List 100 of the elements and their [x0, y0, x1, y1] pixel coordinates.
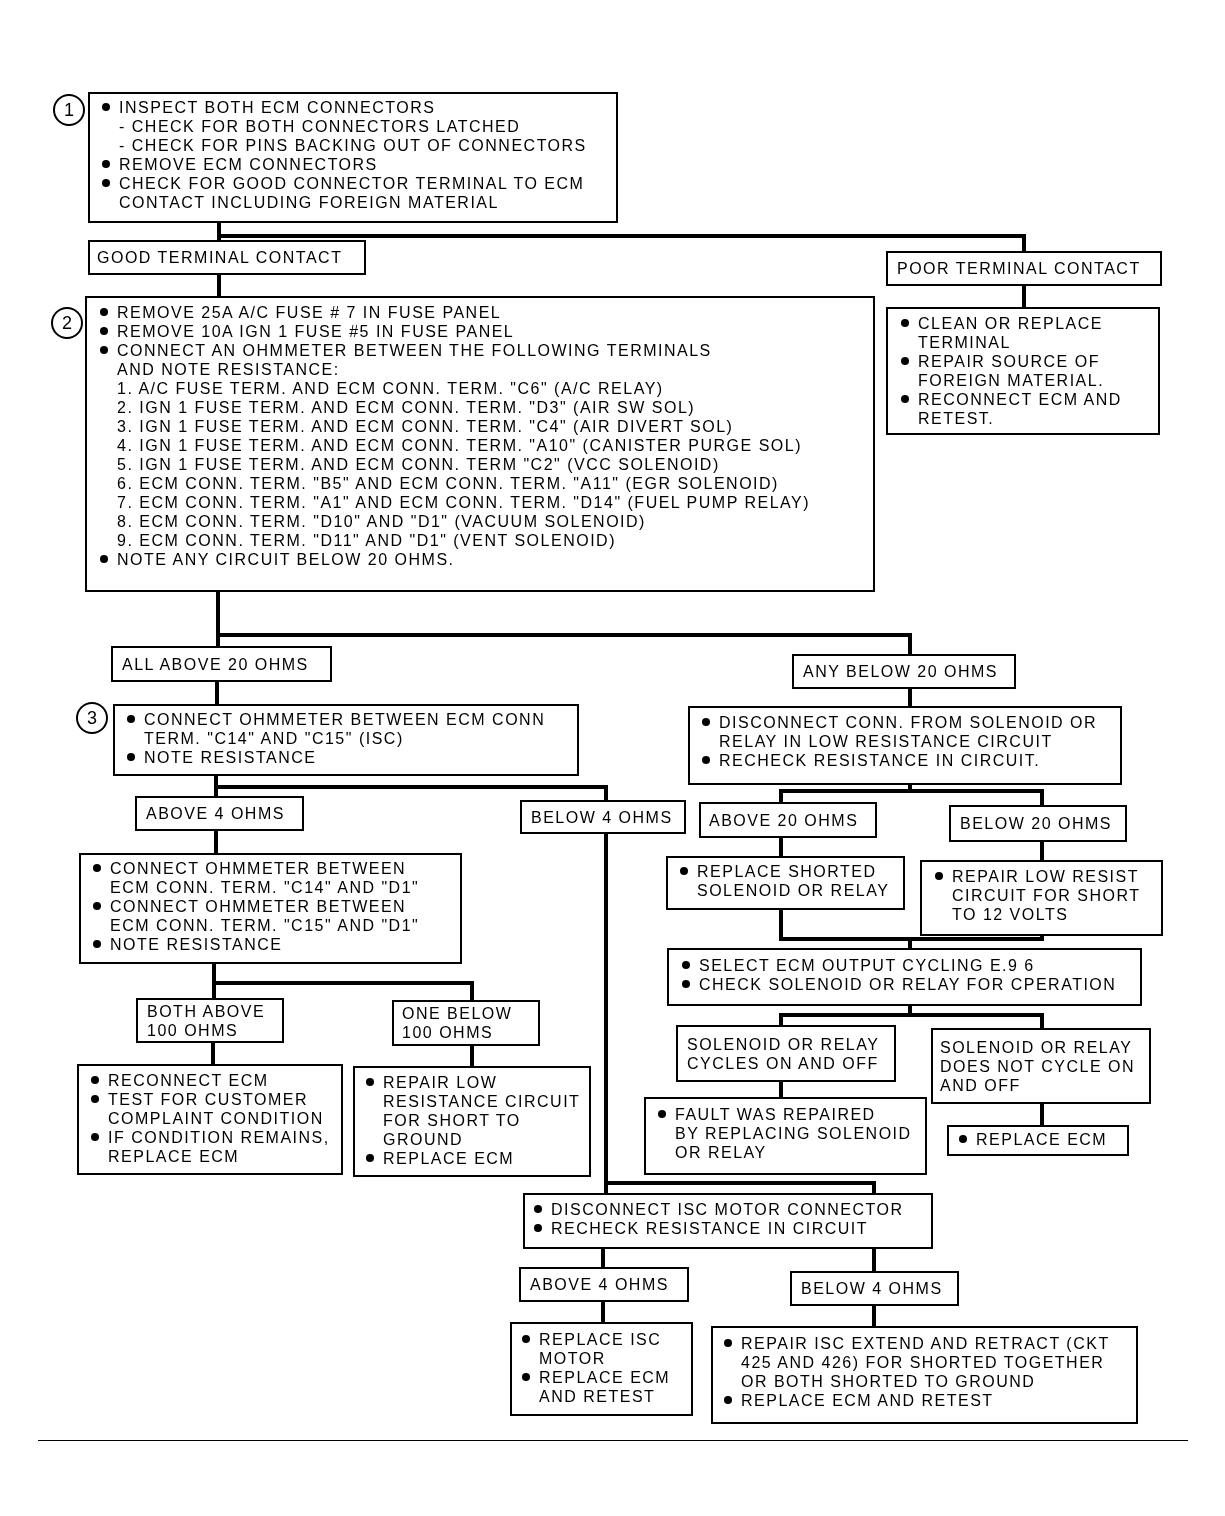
step-box	[353, 1066, 591, 1177]
terminal-pair-text: 1. A/C FUSE TERM. AND ECM CONN. TERM. "C6" (A/C RELAY)	[117, 379, 664, 398]
instruction-text: REMOVE 10A IGN 1 FUSE #5 IN FUSE PANEL	[117, 322, 515, 341]
instruction-text: REPAIR SOURCE OF FOREIGN MATERIAL.	[918, 352, 1105, 390]
outcome-text: BELOW 20 OHMS	[960, 814, 1113, 833]
sub-step-text: - CHECK FOR PINS BACKING OUT OF CONNECTORS	[119, 136, 587, 155]
instruction-text: SELECT ECM OUTPUT CYCLING E.9 6	[699, 956, 1035, 975]
outcome-box	[949, 805, 1127, 842]
outcome-text: BOTH ABOVE 100 OHMS	[147, 1001, 267, 1040]
outcome-text: ABOVE 4 OHMS	[530, 1275, 670, 1294]
instruction-text: DISCONNECT ISC MOTOR CONNECTOR	[551, 1200, 904, 1219]
step-box	[666, 856, 905, 910]
outcome-box	[392, 1000, 540, 1046]
outcome-text: ABOVE 20 OHMS	[709, 810, 860, 830]
instruction-text: NOTE ANY CIRCUIT BELOW 20 OHMS.	[117, 550, 455, 569]
outcome-text: SOLENOID OR RELAY DOES NOT CYCLE ON AND OFF	[940, 1037, 1136, 1095]
terminal-pair-text: 7. ECM CONN. TERM. "A1" AND ECM CONN. TERM. "D14" (FUEL PUMP RELAY)	[117, 493, 811, 512]
sub-step-text: - CHECK FOR BOTH CONNECTORS LATCHED	[119, 117, 521, 136]
step-number: 3	[76, 702, 108, 734]
connector-line	[779, 838, 783, 856]
outcome-box	[931, 1028, 1151, 1104]
instruction-text: IF CONDITION REMAINS, REPLACE ECM	[108, 1128, 330, 1166]
connector-line	[872, 1306, 876, 1326]
instruction-text: REPLACE ECM AND RETEST	[741, 1391, 994, 1410]
instruction-text: CONNECT OHMMETER BETWEEN ECM CONN. TERM. "C15" AND "D1"	[110, 897, 420, 935]
terminal-pair-text: 2. IGN 1 FUSE TERM. AND ECM CONN. TERM. "D3" (AIR SW SOL)	[117, 398, 696, 417]
outcome-box	[790, 1271, 959, 1306]
instruction-text: INSPECT BOTH ECM CONNECTORS	[119, 98, 436, 117]
outcome-text: ABOVE 4 OHMS	[146, 804, 286, 823]
instruction-text: CONNECT OHMMETER BETWEEN ECM CONN. TERM. "C14" AND "D1"	[110, 859, 420, 897]
instruction-text: CONNECT AN OHMMETER BETWEEN THE FOLLOWING TERMINALS AND NOTE RESISTANCE:	[117, 341, 712, 379]
instruction-text: NOTE RESISTANCE	[144, 748, 317, 767]
connector-line	[601, 1302, 605, 1322]
outcome-text: BELOW 4 OHMS	[801, 1279, 944, 1298]
instruction-text: CONNECT OHMMETER BETWEEN ECM CONN TERM. "C14" AND "C15" (ISC)	[144, 710, 546, 748]
instruction-text: REMOVE 25A A/C FUSE # 7 IN FUSE PANEL	[117, 303, 502, 322]
outcome-box	[699, 802, 877, 838]
outcome-text: GOOD TERMINAL CONTACT	[97, 248, 344, 267]
outcome-box	[676, 1025, 896, 1082]
connector-line	[908, 689, 912, 706]
connector-line	[601, 1249, 605, 1267]
outcome-box	[792, 654, 1016, 689]
connector-line	[217, 275, 221, 296]
instruction-text: RECHECK RESISTANCE IN CIRCUIT	[551, 1219, 868, 1238]
instruction-text: REPLACE ECM	[976, 1130, 1108, 1149]
instruction-text: TEST FOR CUSTOMER COMPLAINT CONDITION	[108, 1090, 324, 1128]
outcome-box	[886, 251, 1162, 286]
outcome-box	[520, 800, 686, 834]
outcome-box	[88, 240, 366, 275]
step-box	[920, 860, 1163, 936]
terminal-pair-text: 5. IGN 1 FUSE TERM. AND ECM CONN. TERM "C2" (VCC SOLENOID)	[117, 455, 720, 474]
outcome-text: ANY BELOW 20 OHMS	[803, 662, 1000, 681]
step-number: 1	[53, 94, 85, 126]
outcome-text: ALL ABOVE 20 OHMS	[122, 654, 310, 674]
step-box	[77, 1064, 343, 1175]
step-number: 2	[51, 307, 83, 339]
instruction-text: REPAIR ISC EXTEND AND RETRACT (CKT 425 AND 426) FOR SHORTED TOGETHER OR BOTH SHORTED TO GROUND	[741, 1334, 1110, 1391]
outcome-box	[111, 646, 332, 682]
connector-line	[872, 1249, 876, 1271]
instruction-text: CHECK SOLENOID OR RELAY FOR CPERATION	[699, 975, 1117, 994]
instruction-text: DISCONNECT CONN. FROM SOLENOID OR RELAY IN LOW RESISTANCE CIRCUIT	[719, 713, 1098, 751]
instruction-text: RECHECK RESISTANCE IN CIRCUIT.	[719, 751, 1041, 770]
terminal-pair-text: 9. ECM CONN. TERM. "D11" AND "D1" (VENT SOLENOID)	[117, 531, 616, 550]
terminal-pair-text: 4. IGN 1 FUSE TERM. AND ECM CONN. TERM. "A10" (CANISTER PURGE SOL)	[117, 436, 802, 455]
instruction-text: RECONNECT ECM AND RETEST.	[918, 390, 1122, 428]
connector-line	[214, 776, 608, 800]
connector-line	[215, 682, 219, 704]
instruction-text: REPAIR LOW RESIST CIRCUIT FOR SHORT TO 12 VOLTS	[952, 867, 1141, 924]
connector-line	[470, 1046, 474, 1066]
instruction-text: REPLACE SHORTED SOLENOID OR RELAY	[697, 862, 890, 900]
outcome-text: ONE BELOW 100 OHMS	[402, 1004, 514, 1042]
instruction-text: FAULT WAS REPAIRED BY REPLACING SOLENOID OR RELAY	[675, 1105, 912, 1162]
outcome-text: BELOW 4 OHMS	[531, 807, 674, 827]
outcome-text: SOLENOID OR RELAY CYCLES ON AND OFF	[687, 1034, 881, 1073]
instruction-text: REPLACE ISC MOTOR	[539, 1330, 662, 1368]
instruction-text: CLEAN OR REPLACE TERMINAL	[918, 314, 1103, 352]
terminal-pair-text: 6. ECM CONN. TERM. "B5" AND ECM CONN. TERM. "A11" (EGR SOLENOID)	[117, 474, 779, 493]
step-box	[523, 1193, 933, 1249]
step-box	[510, 1322, 693, 1416]
step-box	[79, 853, 462, 964]
outcome-box	[519, 1267, 689, 1302]
instruction-text: RECONNECT ECM	[108, 1071, 269, 1090]
step-box	[667, 948, 1142, 1006]
step-box	[644, 1097, 927, 1175]
terminal-pair-text: 8. ECM CONN. TERM. "D10" AND "D1" (VACUUM SOLENOID)	[117, 512, 646, 531]
connector-line	[908, 785, 1044, 805]
step-box	[711, 1326, 1138, 1424]
connector-line	[1022, 286, 1026, 307]
step-box	[88, 92, 618, 223]
step-box	[886, 307, 1160, 435]
instruction-text: REPLACE ECM	[383, 1149, 515, 1168]
instruction-text: REPAIR LOW RESISTANCE CIRCUIT FOR SHORT TO GROUND	[383, 1073, 581, 1149]
connector-line	[1040, 842, 1044, 860]
instruction-text: CHECK FOR GOOD CONNECTOR TERMINAL TO ECM CONTACT INCLUDING FOREIGN MATERIAL	[119, 174, 585, 212]
terminal-pair-text: 3. IGN 1 FUSE TERM. AND ECM CONN. TERM. "C4" (AIR DIVERT SOL)	[117, 417, 734, 436]
instruction-text: NOTE RESISTANCE	[110, 935, 283, 954]
outcome-box	[136, 998, 284, 1043]
step-box	[947, 1125, 1129, 1156]
outcome-box	[135, 796, 304, 831]
outcome-text: POOR TERMINAL CONTACT	[897, 259, 1142, 278]
